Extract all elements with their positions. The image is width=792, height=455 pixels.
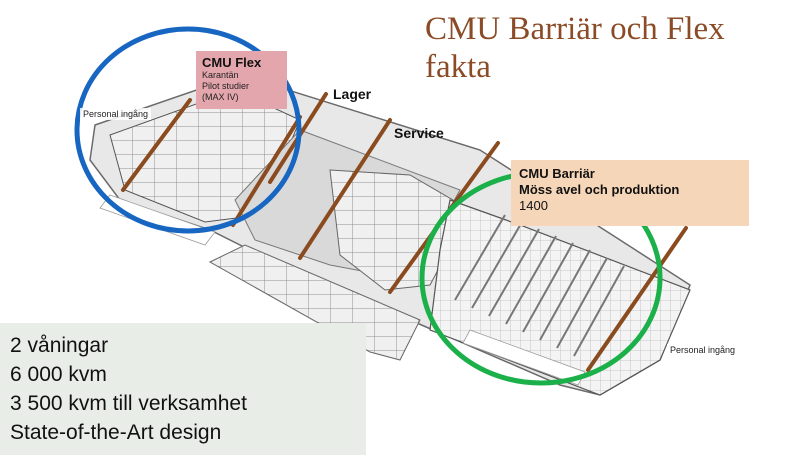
cmu-flex-line: Karantän <box>202 70 239 80</box>
label-lager: Lager <box>333 86 372 102</box>
entrance-label-left: Personal ingång <box>80 108 152 120</box>
label-service: Service <box>394 125 444 141</box>
fact-item: 3 500 kvm till verksamhet <box>10 392 247 415</box>
flex-circle <box>74 26 302 234</box>
parking-strip-right <box>462 329 586 386</box>
facts-panel: 2 våningar 6 000 kvm 3 500 kvm till verk… <box>0 323 366 455</box>
fact-item: 2 våningar <box>10 334 109 357</box>
cmu-flex-heading: CMU Flex <box>202 55 262 70</box>
entrance-label-right: Personal ingång <box>667 344 739 356</box>
fact-item: 6 000 kvm <box>10 363 107 386</box>
fact-item: State-of-the-Art design <box>10 421 222 444</box>
cmu-barriar-heading: CMU Barriär <box>519 166 595 181</box>
cmu-flex-line: (MAX IV) <box>202 92 239 102</box>
cmu-barriar-subheading: Möss avel och produktion <box>519 182 680 197</box>
cmu-barriar-number: 1400 <box>519 198 548 213</box>
cmu-flex-box: CMU Flex Karantän Pilot studier (MAX IV) <box>196 51 287 109</box>
barriar-rows <box>454 214 625 357</box>
cmu-flex-line: Pilot studier <box>202 81 250 91</box>
slide-title: CMU Barriär och Flex fakta <box>425 11 725 85</box>
service-rooms <box>329 169 471 291</box>
cmu-barriar-box: CMU Barriär Möss avel och produktion 140… <box>511 160 749 226</box>
